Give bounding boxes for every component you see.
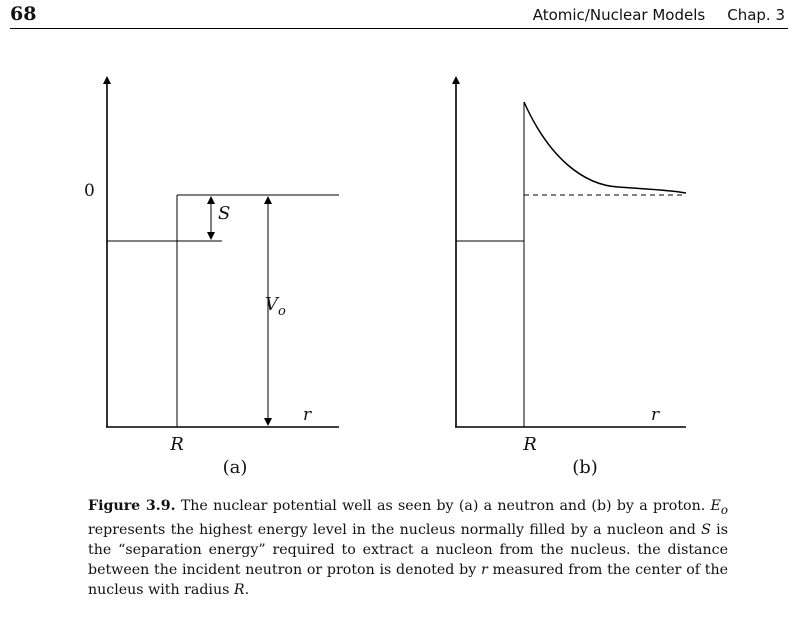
- v-symbol: V: [265, 294, 280, 315]
- header-rule: [10, 28, 788, 29]
- chapter-label: Chap. 3: [727, 6, 785, 24]
- caption-text-4: measured from the center of the nucleus …: [88, 561, 728, 598]
- caption-text-1: The nuclear potential well as seen by (a…: [175, 498, 711, 514]
- r-axis-label: r: [651, 405, 660, 425]
- panel-a-label: (a): [223, 457, 248, 478]
- separation-energy-label: S: [218, 203, 230, 224]
- s-symbol: S: [701, 521, 711, 538]
- R-symbol: R: [233, 581, 245, 598]
- figure-caption: Figure 3.9. The nuclear potential well a…: [88, 496, 728, 600]
- caption-text-5: .: [244, 581, 250, 598]
- zero-label: 0: [84, 181, 95, 201]
- panel-b-label: (b): [572, 457, 598, 478]
- e-subscript: o: [720, 502, 728, 517]
- figure-label: Figure 3.9.: [88, 498, 176, 514]
- v-subscript: o: [278, 304, 286, 319]
- caption-text-3: is the “separation energy” required to e…: [88, 521, 728, 578]
- well-depth-label: Vo: [265, 294, 286, 319]
- running-title: Atomic/Nuclear Models: [532, 6, 706, 24]
- panel-a: 0 S Vo r R (a): [84, 76, 339, 478]
- r-symbol: r: [481, 561, 488, 578]
- running-head: Atomic/Nuclear Models Chap. 3: [533, 6, 785, 24]
- radius-label: R: [522, 434, 537, 455]
- page-number: 68: [10, 3, 37, 25]
- e-symbol: E: [710, 498, 721, 514]
- page-header: 68 Atomic/Nuclear Models Chap. 3: [0, 0, 799, 32]
- panel-b: r R (b): [452, 76, 687, 478]
- r-axis-label: r: [303, 405, 312, 425]
- coulomb-barrier-curve: [523, 101, 687, 194]
- caption-text-2: represents the highest energy level in t…: [88, 521, 702, 538]
- figure-3-9: 0 S Vo r R (a) r R (b): [84, 76, 687, 478]
- radius-label: R: [169, 434, 184, 455]
